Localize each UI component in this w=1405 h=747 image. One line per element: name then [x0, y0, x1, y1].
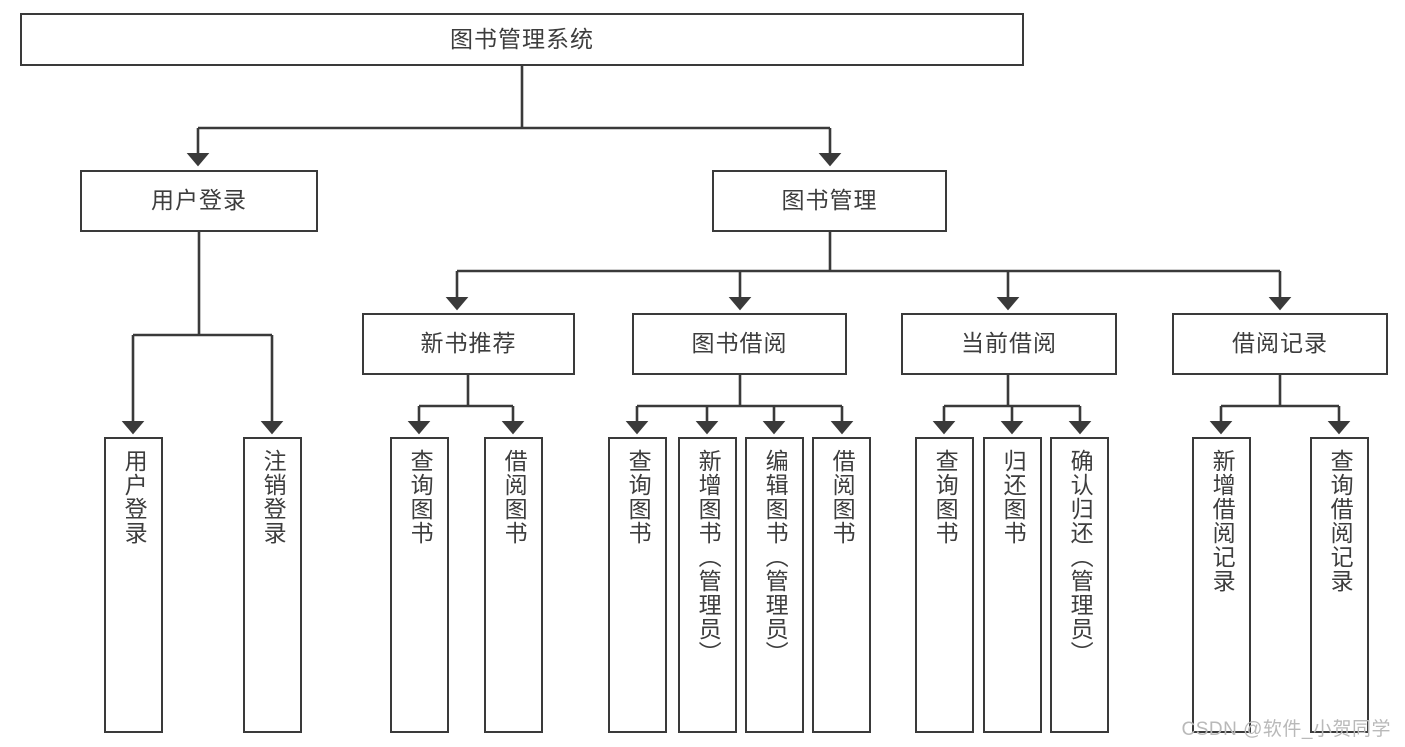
node-current-borrow[interactable]: 当前借阅: [901, 313, 1117, 375]
node-leaf-add-book[interactable]: 新增图书（管理员）: [678, 437, 737, 733]
node-leaf-user-login[interactable]: 用户登录: [104, 437, 163, 733]
node-leaf-borrow-book-1[interactable]: 借阅图书: [484, 437, 543, 733]
node-leaf-borrow-book-1-label: 借阅图书: [501, 449, 528, 545]
node-user-login[interactable]: 用户登录: [80, 170, 318, 232]
node-borrow-record-label: 借阅记录: [1232, 330, 1328, 357]
node-leaf-confirm-return[interactable]: 确认归还（管理员）: [1050, 437, 1109, 733]
node-leaf-query-book-2[interactable]: 查询图书: [608, 437, 667, 733]
node-leaf-return-book[interactable]: 归还图书: [983, 437, 1042, 733]
node-root-label: 图书管理系统: [450, 25, 594, 52]
node-leaf-query-book-1[interactable]: 查询图书: [390, 437, 449, 733]
node-leaf-edit-book[interactable]: 编辑图书（管理员）: [745, 437, 804, 733]
node-leaf-logout-label: 注销登录: [260, 449, 287, 545]
node-leaf-query-book-3[interactable]: 查询图书: [915, 437, 974, 733]
node-leaf-borrow-book-2[interactable]: 借阅图书: [812, 437, 871, 733]
watermark: CSDN @软件_小贺同学: [1181, 719, 1391, 740]
node-leaf-query-record-label: 查询借阅记录: [1327, 449, 1354, 593]
node-book-borrow[interactable]: 图书借阅: [632, 313, 847, 375]
node-borrow-record[interactable]: 借阅记录: [1172, 313, 1388, 375]
node-leaf-confirm-return-label: 确认归还（管理员）: [1067, 449, 1094, 665]
node-leaf-logout[interactable]: 注销登录: [243, 437, 302, 733]
node-book-borrow-label: 图书借阅: [691, 330, 788, 357]
node-leaf-return-book-label: 归还图书: [1000, 449, 1027, 545]
node-leaf-query-book-3-label: 查询图书: [932, 449, 959, 545]
node-root[interactable]: 图书管理系统: [20, 13, 1024, 66]
node-leaf-query-book-2-label: 查询图书: [625, 449, 652, 545]
node-current-borrow-label: 当前借阅: [961, 330, 1057, 357]
node-book-management[interactable]: 图书管理: [712, 170, 947, 232]
node-leaf-add-book-label: 新增图书（管理员）: [695, 449, 722, 665]
node-new-book-recommend[interactable]: 新书推荐: [362, 313, 575, 375]
node-new-book-recommend-label: 新书推荐: [420, 330, 517, 357]
node-leaf-borrow-book-2-label: 借阅图书: [829, 449, 856, 545]
node-leaf-query-book-1-label: 查询图书: [407, 449, 434, 545]
node-leaf-edit-book-label: 编辑图书（管理员）: [762, 449, 789, 665]
node-book-management-label: 图书管理: [781, 187, 878, 214]
node-leaf-query-record[interactable]: 查询借阅记录: [1310, 437, 1369, 733]
node-leaf-add-record-label: 新增借阅记录: [1209, 449, 1236, 593]
node-user-login-label: 用户登录: [151, 187, 247, 214]
node-leaf-user-login-label: 用户登录: [121, 449, 148, 545]
node-leaf-add-record[interactable]: 新增借阅记录: [1192, 437, 1251, 733]
